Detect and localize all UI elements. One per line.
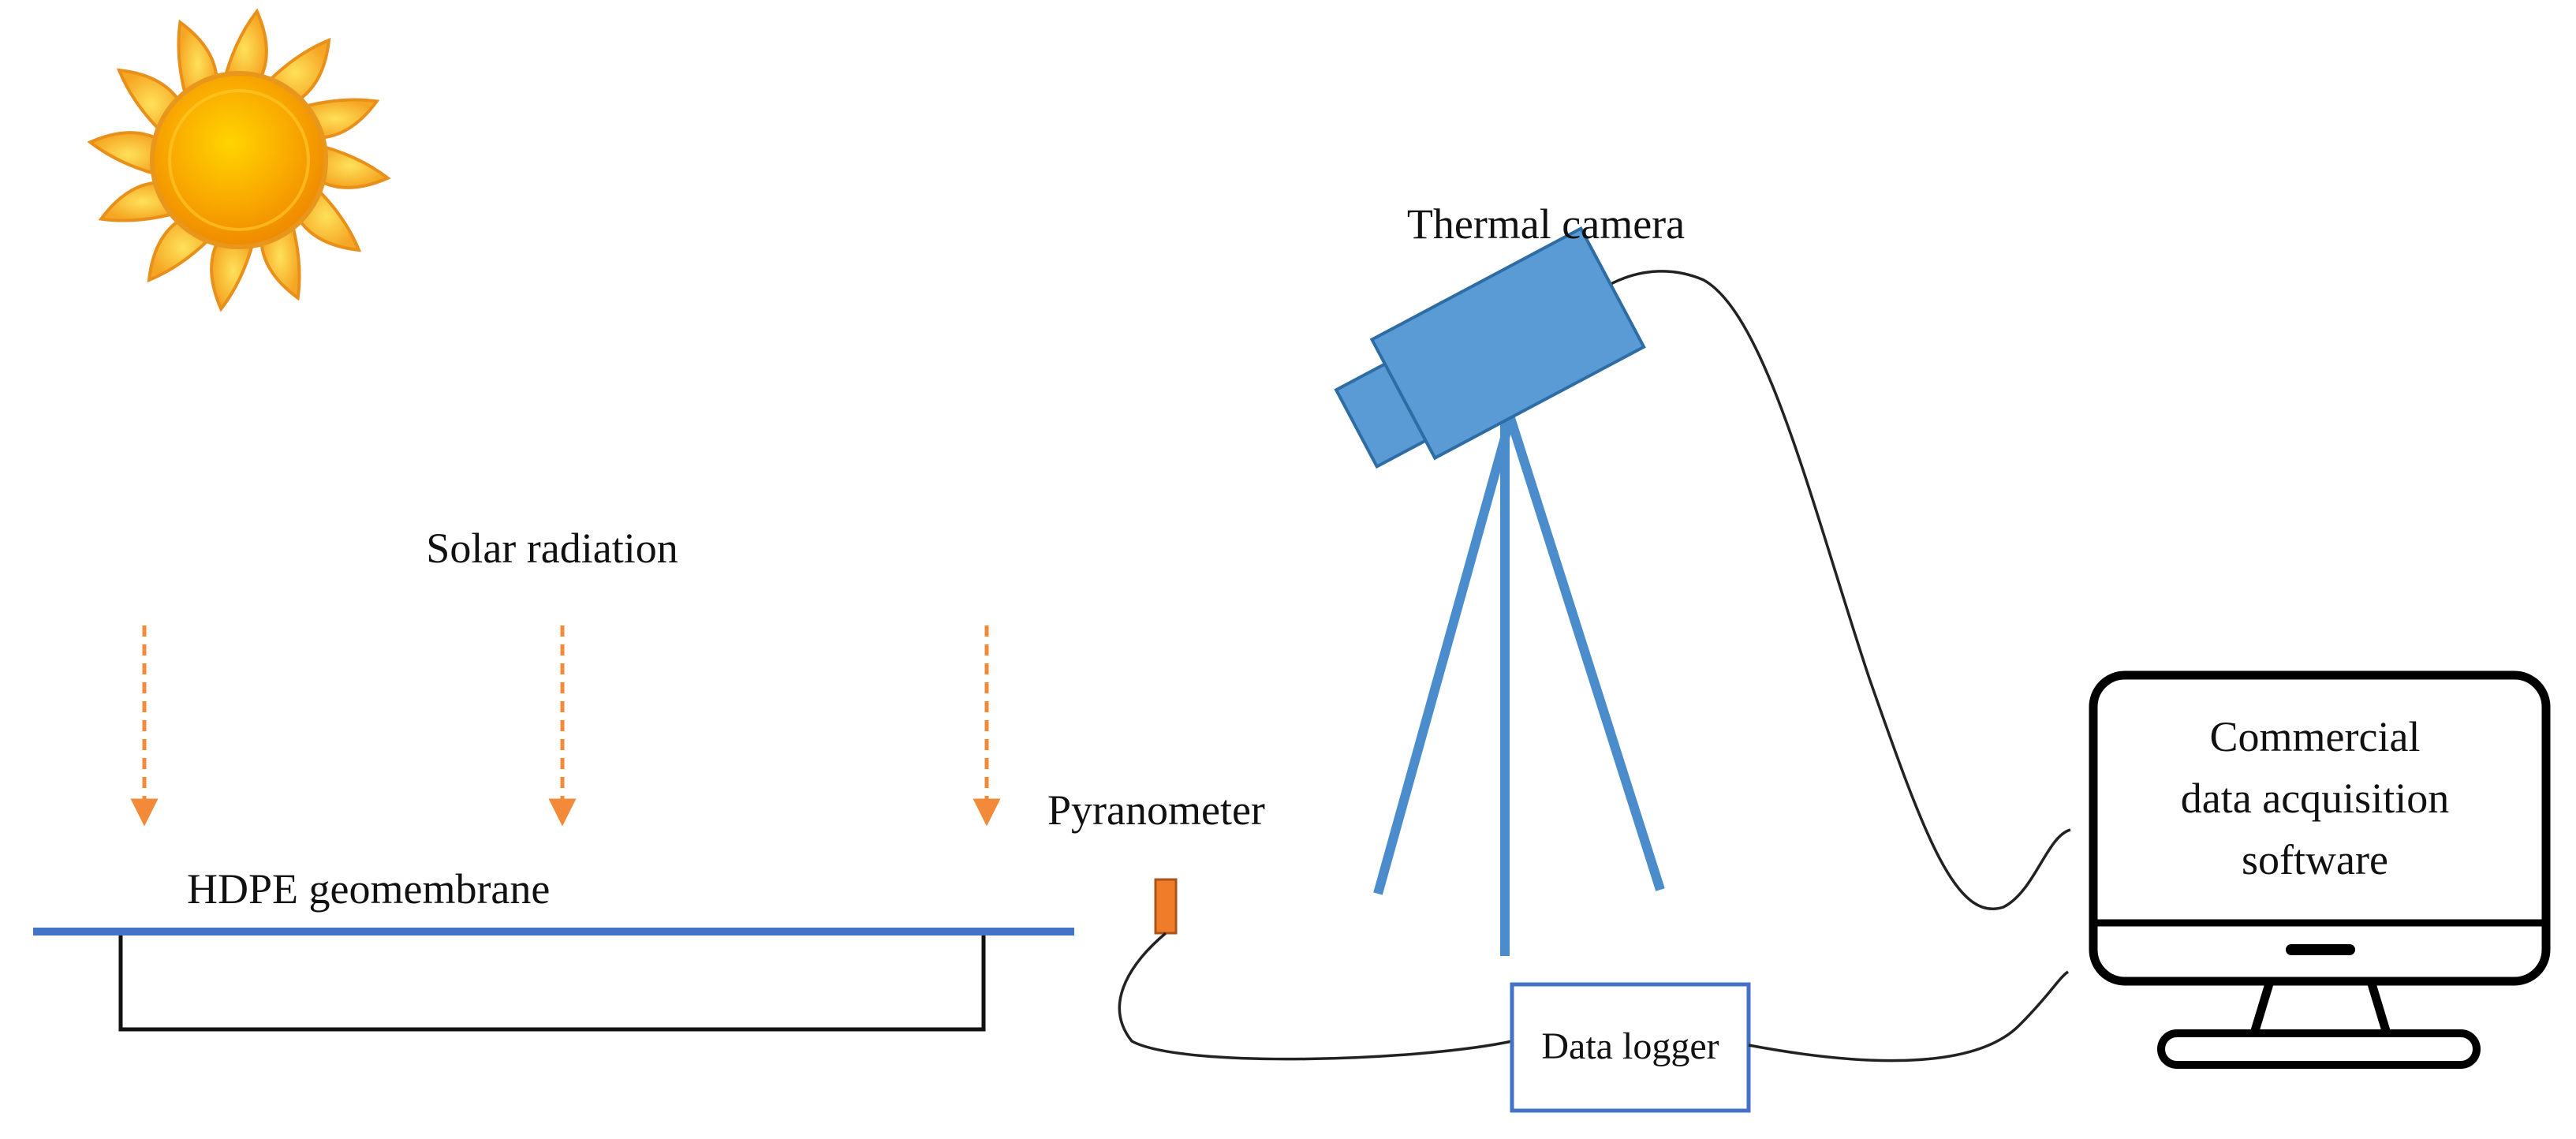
tripod-leg [1506,416,1665,891]
sun-icon [87,8,391,312]
software-label-line-2: data acquisition [2181,775,2449,822]
tripod [1373,416,1665,956]
hdpe-geomembrane-label: HDPE geomembrane [187,865,550,913]
monitor-stand [2249,980,2391,1035]
sun-ray [87,131,168,179]
tripod-leg [1373,416,1515,895]
data-logger-label: Data logger [1541,1025,1719,1067]
logger-to-computer-cable [1748,970,2070,1062]
data-logger-box [1510,982,1751,1113]
camera-to-computer-cable [1564,270,2071,910]
pyranometer-label: Pyranometer [1047,786,1265,834]
solar-radiation-arrows [130,626,1001,827]
camera-body [1369,226,1646,461]
pyranometer-cable [1118,932,1513,1061]
sun-ray [210,231,258,312]
software-label-line-1: Commercial [2210,713,2421,760]
monitor-screen [2089,670,2551,986]
solar-radiation-label: Solar radiation [426,525,678,572]
monitor-indicator [2286,944,2355,955]
sun-ray [220,8,268,89]
monitor-icon [2089,670,2551,1069]
thermal-camera-icon [1334,226,1646,469]
thermal-camera-label: Thermal camera [1407,200,1685,248]
sun-ray [310,141,391,189]
software-label-line-3: software [2242,836,2388,883]
data-logger: Data logger [1510,982,1751,1113]
pyranometer-icon [1154,878,1178,935]
test-container [118,935,986,1032]
monitor-base [2157,1029,2481,1069]
